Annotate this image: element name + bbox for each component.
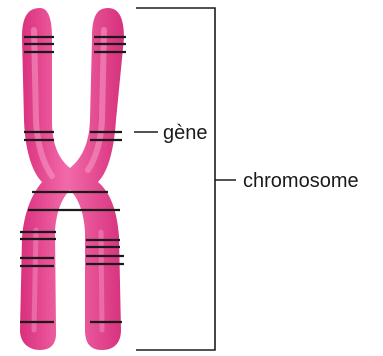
chromosome bbox=[20, 8, 124, 350]
chromosome-label: chromosome bbox=[243, 170, 359, 192]
chromosome-bracket bbox=[136, 8, 236, 350]
bracket-line bbox=[136, 8, 215, 350]
gene-label: gène bbox=[163, 122, 208, 144]
chromatid-highlight-lower-left bbox=[34, 230, 36, 330]
